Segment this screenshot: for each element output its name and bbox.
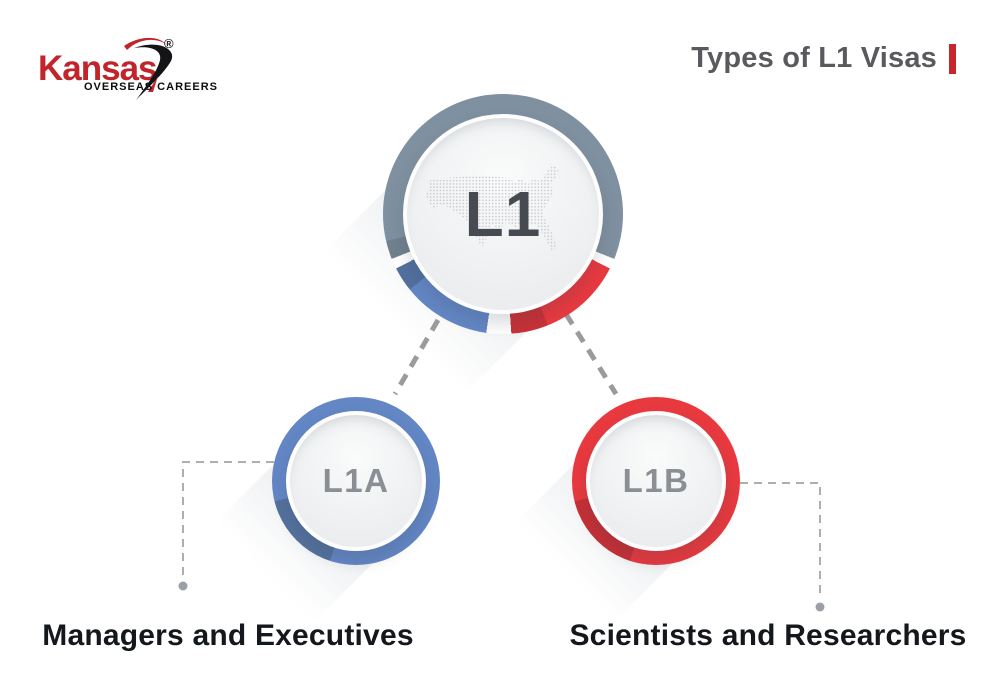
- logo-slash-accent-icon: [148, 76, 158, 92]
- node-l1b: L1B: [572, 397, 740, 565]
- logo-swoosh-accent-icon: [124, 37, 167, 50]
- connector-root-to-l1a: [392, 318, 441, 396]
- connector-l1a-to-label: [182, 461, 274, 578]
- node-l1-label: L1: [464, 178, 542, 250]
- page-title: Types of L1 Visas: [691, 42, 956, 75]
- title-accent-bar: [949, 43, 956, 74]
- node-l1-face: L1: [403, 114, 603, 314]
- connector-l1a-endpoint-dot: [178, 581, 188, 591]
- node-l1b-face: L1B: [586, 411, 726, 551]
- label-managers-executives: Managers and Executives: [42, 619, 414, 652]
- node-l1a-face: L1A: [286, 411, 426, 551]
- logo-swoosh-icon: [134, 44, 173, 100]
- node-l1: L1: [383, 94, 623, 334]
- brand-name: Kansas: [38, 49, 157, 88]
- label-scientists-researchers: Scientists and Researchers: [569, 619, 967, 652]
- connector-l1b-to-label: [740, 482, 821, 598]
- page-title-text: Types of L1 Visas: [691, 42, 937, 74]
- registered-mark: ®: [164, 36, 174, 51]
- node-l1a: L1A: [272, 397, 440, 565]
- node-l1a-label: L1A: [322, 462, 390, 499]
- brand-logo: Kansas ® OVERSEAS CAREERS: [38, 36, 218, 100]
- node-l1b-label: L1B: [622, 462, 690, 499]
- usa-dotted-map: [425, 165, 559, 252]
- connector-l1b-endpoint-dot: [815, 602, 825, 612]
- connector-root-to-l1b: [563, 312, 619, 396]
- brand-tagline: OVERSEAS CAREERS: [84, 81, 218, 93]
